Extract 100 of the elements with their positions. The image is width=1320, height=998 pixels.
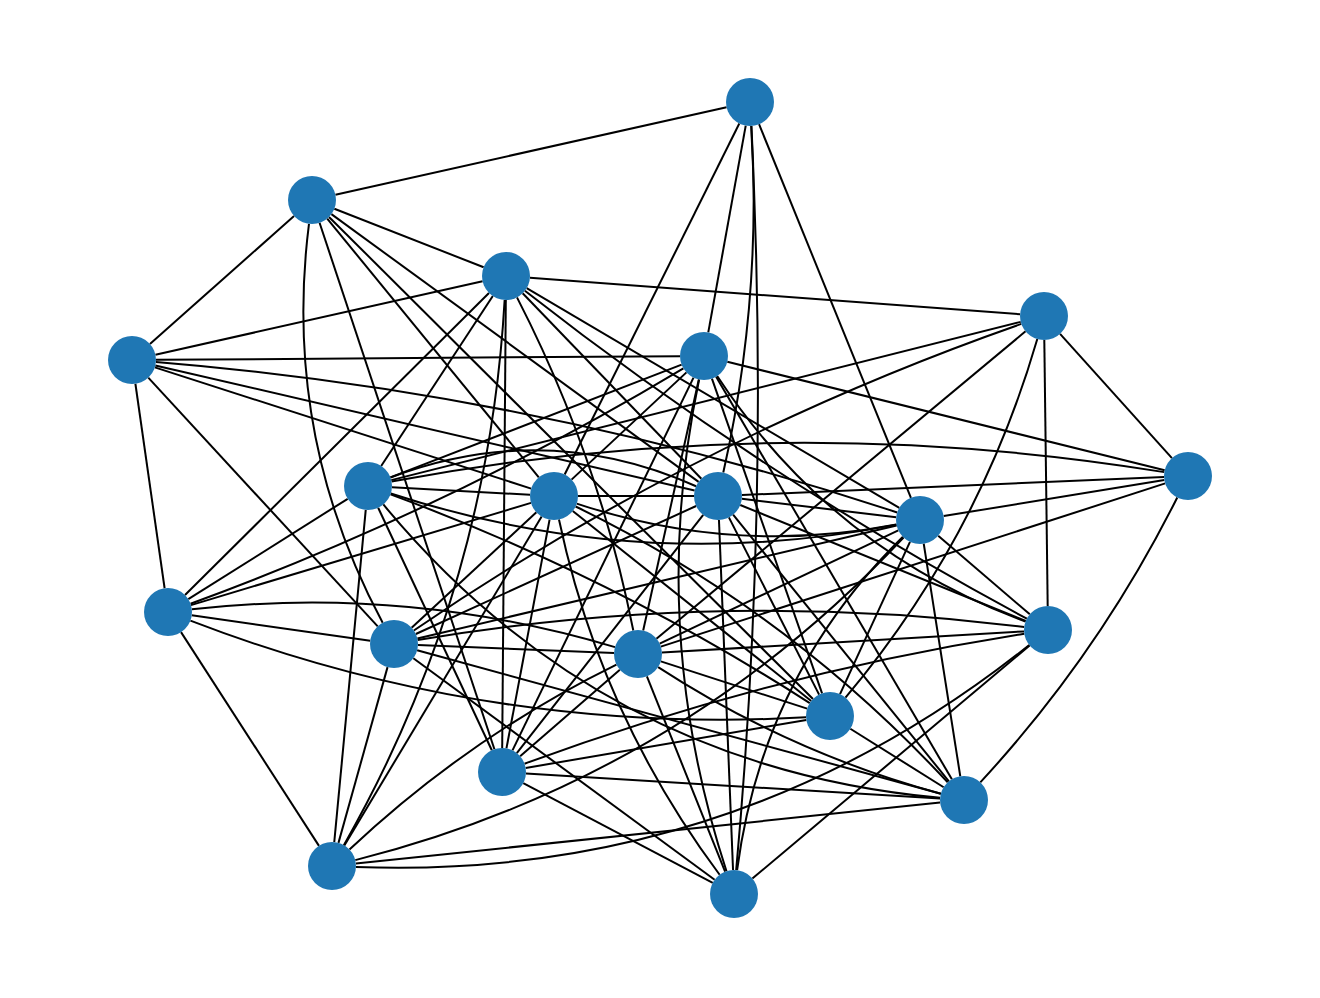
edge-line <box>528 276 1022 316</box>
edge-line <box>522 782 714 884</box>
edge-line <box>741 476 1165 496</box>
edge-line <box>979 496 1179 784</box>
edge-line <box>1059 332 1173 460</box>
edge-line <box>410 511 538 629</box>
edge-line <box>501 299 507 749</box>
edge-line <box>735 124 759 872</box>
graph-node <box>288 176 336 224</box>
edge-line <box>523 632 1026 765</box>
graph-node <box>478 748 526 796</box>
graph-node <box>940 776 988 824</box>
edge-line <box>302 222 384 624</box>
edge-line <box>414 504 698 636</box>
edge-line <box>525 287 901 509</box>
edge-line <box>751 644 1031 880</box>
edge-line <box>328 215 814 701</box>
graph-node <box>482 252 530 300</box>
edge-line <box>389 449 698 488</box>
edge-line <box>660 630 1026 654</box>
edge-line <box>416 524 898 640</box>
edge-line <box>717 519 735 871</box>
edge-line <box>416 609 1026 641</box>
edge-line <box>716 375 1027 623</box>
edge-line <box>726 360 1166 472</box>
edge-line <box>511 376 695 752</box>
edge-line <box>330 213 700 483</box>
edge-line <box>505 518 551 750</box>
edge-line <box>524 719 808 769</box>
graph-node <box>726 78 774 126</box>
edge-line <box>524 772 942 800</box>
edge-line <box>707 124 747 334</box>
edge-line <box>577 495 695 497</box>
edge-line <box>380 295 494 467</box>
edge-line <box>389 493 811 705</box>
edge-line <box>740 497 898 519</box>
graph-node <box>680 332 728 380</box>
edge-line <box>655 330 1027 640</box>
graph-node <box>344 462 392 510</box>
edge-line <box>390 320 1022 482</box>
edge-line <box>189 619 808 721</box>
edge-line <box>521 292 703 480</box>
edge-line <box>758 123 912 499</box>
edge-line <box>337 666 389 844</box>
edge-line <box>570 371 688 481</box>
graph-node <box>694 472 742 520</box>
edge-line <box>722 124 755 474</box>
edge-line <box>318 221 496 751</box>
edge-line <box>849 727 945 789</box>
edge-line <box>342 298 506 847</box>
edge-line <box>189 367 685 605</box>
edge-line <box>354 801 942 865</box>
graph-node <box>308 842 356 890</box>
graph-node <box>1020 292 1068 340</box>
edge-line <box>1043 339 1049 607</box>
edge-line <box>154 360 899 514</box>
edge-line <box>736 535 904 872</box>
edge-line <box>715 375 953 781</box>
edge-line <box>390 486 532 496</box>
graph-node <box>530 472 578 520</box>
edge-line <box>658 529 900 645</box>
edge-line <box>839 540 911 696</box>
edge-line <box>155 355 681 361</box>
edge-line <box>677 378 728 873</box>
edge-line <box>523 289 1028 620</box>
graph-node <box>806 692 854 740</box>
edge-line <box>922 542 962 778</box>
edge-line <box>571 509 813 703</box>
edge-line <box>148 214 296 346</box>
graph-node <box>896 496 944 544</box>
edge-line <box>642 378 700 632</box>
edge-line <box>187 497 349 601</box>
graph-node <box>1164 452 1212 500</box>
edge-line <box>659 660 809 710</box>
edge-line <box>657 666 942 795</box>
edge-line <box>739 504 1027 622</box>
edge-line <box>515 296 635 632</box>
edge-line <box>333 508 367 844</box>
edge-line <box>134 382 166 590</box>
edge-line <box>343 515 543 847</box>
edge-line <box>937 534 1031 616</box>
edge-line <box>154 280 484 356</box>
edge-line <box>412 322 1023 632</box>
edge-line <box>412 657 716 881</box>
graph-node <box>144 588 192 636</box>
edge-line <box>575 502 898 538</box>
edge-line <box>416 649 942 795</box>
edge-line <box>348 663 618 851</box>
edge-line <box>354 536 905 862</box>
edge-line <box>942 478 1166 518</box>
edge-line <box>147 376 379 628</box>
edge-line <box>732 513 950 783</box>
edge-line <box>190 614 372 642</box>
edge-line <box>153 366 533 490</box>
edge-line <box>844 338 1039 699</box>
edge-line <box>710 377 824 695</box>
graph-node <box>1024 606 1072 654</box>
graph-node <box>370 620 418 668</box>
edge-line <box>334 106 728 196</box>
edge-line <box>190 601 616 649</box>
